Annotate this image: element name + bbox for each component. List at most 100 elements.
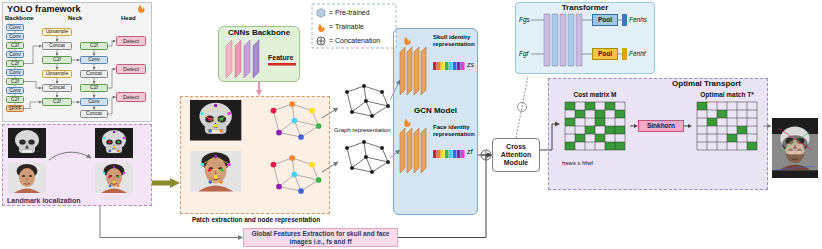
layer-box: Upsample <box>42 28 72 36</box>
node-label: C2f <box>11 79 19 85</box>
node-label: Conv <box>88 99 100 105</box>
node-label: Concat <box>86 71 102 77</box>
layer-box: C2f <box>6 60 24 68</box>
identity-vector <box>433 62 437 70</box>
connector <box>94 50 95 54</box>
cost-matrix-grid <box>595 110 605 118</box>
connector <box>94 106 95 108</box>
node-label: C2f <box>11 61 19 67</box>
cost-matrix-grid <box>605 126 615 134</box>
node-label: SPPF <box>8 106 21 112</box>
legend-entry: = Pre-trained <box>316 8 370 18</box>
connector <box>108 41 114 46</box>
layer-box: Upsample <box>42 70 72 78</box>
patch-figures <box>190 151 241 192</box>
legend-text: = Trainable <box>329 23 364 31</box>
graph-figures <box>390 80 400 100</box>
concat-icon <box>317 37 325 45</box>
representation-label: Skull identity representation <box>433 34 477 47</box>
node-label: C2f <box>90 43 98 49</box>
panel-fill <box>2 124 152 206</box>
patch-figures <box>190 100 338 194</box>
layer-box: Concat <box>80 70 108 78</box>
identity-vector <box>437 150 441 158</box>
match-matrix-grid <box>697 102 707 110</box>
identity-vector <box>453 150 457 158</box>
landmark-panel: Landmark localization <box>2 124 152 206</box>
connector <box>57 64 58 68</box>
transport-panel: Optimal TransportCost matrix MSinkhornOp… <box>548 78 768 190</box>
landmark-figures <box>103 166 126 188</box>
panel-title: YOLO framework <box>7 5 81 15</box>
gcn-layers <box>404 37 410 46</box>
matched-result-image <box>772 118 818 178</box>
identity-vector <box>457 62 461 70</box>
node-label: Conv <box>9 25 21 31</box>
connector <box>630 126 635 127</box>
connector <box>94 78 95 82</box>
patch-figures <box>271 155 322 194</box>
layer-box: Concat <box>80 110 108 118</box>
matrix-block: Cost matrix M <box>560 91 630 157</box>
pool-box: Pool <box>592 14 618 26</box>
node-label: Upsample <box>46 29 69 35</box>
cost-matrix-grid <box>565 102 575 110</box>
identity-vector <box>449 150 453 158</box>
landmark-figures <box>103 131 126 153</box>
node-label: Pool <box>598 16 612 23</box>
patch-figures <box>200 155 231 184</box>
node-label: C2f <box>90 85 98 91</box>
connector <box>57 36 58 40</box>
panel-title: Patch extraction and node representation <box>177 216 335 223</box>
panel-title: Optimal match T* <box>692 91 762 98</box>
vector-symbol: zs <box>467 61 474 69</box>
layer-box: Conv <box>6 87 24 95</box>
zoom-lens <box>516 76 528 138</box>
panel-title: Transformer <box>516 4 654 13</box>
node-label: Conv <box>9 70 21 76</box>
pretrained-icon <box>317 9 325 18</box>
dimension-label: hsws x hfwf <box>562 160 593 167</box>
connector <box>57 50 58 54</box>
panel-fill <box>515 2 655 74</box>
layer-box: C2f <box>6 42 24 50</box>
detect-box: Detect <box>116 92 146 102</box>
match-matrix-grid <box>747 142 757 150</box>
layer-box: Conv <box>6 51 24 59</box>
panel-title: CNNs Backbone <box>219 29 299 38</box>
vector-symbol: zf <box>467 148 472 156</box>
panel-title: Cost matrix M <box>560 91 630 98</box>
connector <box>57 92 58 96</box>
column-heading: Head <box>121 15 136 22</box>
connector <box>72 60 78 61</box>
pool-box: Pool <box>592 48 618 60</box>
connector <box>24 102 40 109</box>
landmark-figures <box>49 152 91 160</box>
cost-matrix-grid <box>615 110 625 118</box>
feature-symbol: Fenhs <box>629 16 647 23</box>
zoom-lens <box>516 76 528 138</box>
connector <box>684 126 689 127</box>
transformer-figure <box>544 14 550 66</box>
feature-symbol: Fenhf <box>629 50 646 57</box>
cost-matrix-grid <box>585 126 595 134</box>
node-label: Conv <box>88 57 100 63</box>
node-label: C2f <box>11 97 19 103</box>
panel-title: GCN Model <box>394 107 477 116</box>
panel-fill <box>2 2 152 122</box>
attention-box: Cross Attention Module <box>492 138 540 172</box>
cnn-layers <box>226 40 232 78</box>
node-label: Conv <box>9 34 21 40</box>
legend-icon <box>316 22 326 32</box>
matrix-block: Optimal match T* <box>692 91 762 157</box>
patch-figures <box>322 108 338 118</box>
connector <box>94 64 95 68</box>
cnn-layers <box>268 63 296 66</box>
cnn-layers <box>244 40 250 78</box>
column-heading: Backbone <box>5 15 34 22</box>
match-matrix-grid <box>727 134 737 142</box>
matched-result-image <box>772 134 818 170</box>
trainable-icon <box>138 5 144 14</box>
cnn-layers <box>253 40 259 78</box>
